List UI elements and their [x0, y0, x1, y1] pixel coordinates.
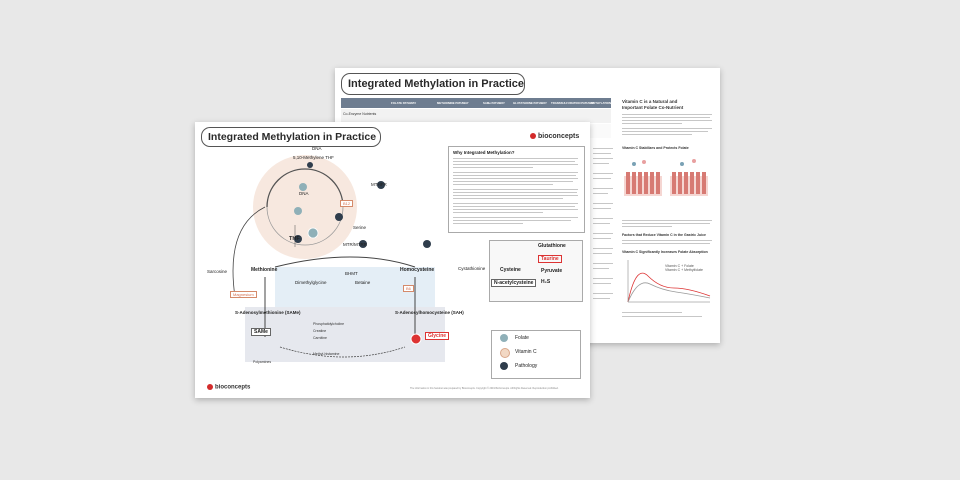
bhmt-label: BHMT — [345, 271, 358, 276]
creatine-label: Creatine — [313, 329, 327, 333]
transsulfuration-panel — [489, 240, 583, 302]
phosphatidylcholine-label: Phosphatidylcholine — [313, 322, 345, 326]
table-row — [341, 109, 611, 123]
cysteine-label: Cysteine — [500, 267, 521, 273]
table-header-glutathione: GLUTATHIONE PATHWAY — [513, 101, 547, 105]
chart-legend-label: Vitamin C + Folate — [665, 264, 694, 268]
polyamines-label: Polyamines — [253, 360, 272, 364]
same-box: SAMe — [251, 328, 271, 336]
footer-copyright: The information in this handout was prep… — [410, 387, 559, 390]
legend-pathology: Pathology — [515, 363, 538, 369]
glycine-box: Glycine — [425, 332, 450, 340]
brand-logo: bioconcepts — [530, 133, 579, 140]
chart-legend-label: Vitamin C + Methylfolate — [665, 268, 703, 272]
front-page-title: Integrated Methylation in Practice — [201, 127, 381, 147]
table-header-methylation: METHYLATION PATHWAY — [591, 101, 626, 105]
methylation-pathway-diagram — [232, 155, 445, 362]
cystathionine-label: Cystathionine — [458, 266, 486, 271]
b6-cofactor: B6 — [403, 285, 414, 292]
homocysteine-label: Homocysteine — [400, 267, 435, 273]
methionine-label: Methionine — [251, 267, 278, 273]
sah-full-label: S-Adenosylhomocysteine (SAH) — [395, 310, 464, 315]
nac-label: N-acetylcysteine — [491, 279, 537, 287]
thf-label: THF — [289, 236, 300, 242]
footer-logo: bioconcepts — [207, 384, 250, 391]
methylhistamine-label: Methyl-histamine — [313, 352, 340, 356]
folate-swatch — [500, 334, 508, 342]
why-title: Why Integrated Methylation? — [453, 150, 515, 155]
legend-folate: Folate — [515, 335, 529, 341]
mtr-label: MTR/MTRR — [343, 242, 367, 247]
dimethylglycine-label: Dimethylglycine — [295, 280, 327, 285]
glutathione-label: Glutathione — [538, 243, 566, 249]
absorption-chart — [627, 260, 711, 303]
mthfr-label: MTHFR — [371, 182, 387, 187]
betaine-label: Betaine — [355, 280, 371, 285]
mthf-label: 5,10-Methylene THF — [293, 155, 334, 160]
h2s-label: H₂S — [541, 279, 551, 285]
pathway-table-header: FOLATE PATHWAY METHIONINE PATHWAY SAMe P… — [341, 98, 625, 108]
table-header-same: SAMe PATHWAY — [483, 101, 505, 105]
same-full-label: S-Adenosylmethionine (SAMe) — [235, 310, 301, 315]
b12-cofactor: B12 — [340, 200, 354, 207]
sidebar-title-line2: Important Folate Co-Nutrient — [622, 105, 684, 110]
front-handout-page: Integrated Methylation in Practice bioco… — [195, 122, 590, 398]
brand-mark-icon — [530, 133, 536, 140]
table-header-folate: FOLATE PATHWAY — [391, 101, 417, 105]
legend-vitamin-c: Vitamin C — [515, 349, 537, 355]
pathology-swatch — [500, 362, 508, 370]
dna-label: DNA — [312, 146, 322, 151]
table-header-methionine: METHIONINE PATHWAY — [437, 101, 469, 105]
vitamin-c-swatch — [500, 348, 510, 358]
magnesium-cofactor: Magnesium — [230, 291, 257, 298]
brand-mark-icon — [207, 384, 213, 390]
serine-label: Serine — [353, 225, 367, 230]
carnitine-label: Carnitine — [313, 336, 328, 340]
section-heading: Factors that Reduce Vitamin C in the Gas… — [622, 233, 706, 237]
back-page-title: Integrated Methylation in Practice — [341, 73, 525, 95]
pyruvate-label: Pyruvate — [541, 268, 563, 274]
sarcosine-label: Sarcosine — [207, 269, 228, 274]
table-row-label: Co-Enzyme Nutrients — [343, 112, 377, 116]
section-heading: Vitamin C Significantly Increases Folate… — [622, 250, 708, 254]
table-header-transsulfuration: TRANSSULFURATION PATHWAY — [551, 101, 595, 105]
taurine-label: Taurine — [538, 255, 562, 263]
dna-label-2: DNA — [299, 191, 309, 196]
sidebar-title-line1: Vitamin C is a Natural and — [622, 99, 678, 104]
section-heading: Vitamin C Stabilizes and Protects Folate — [622, 146, 689, 150]
folate-stabilization-figure — [624, 159, 708, 196]
